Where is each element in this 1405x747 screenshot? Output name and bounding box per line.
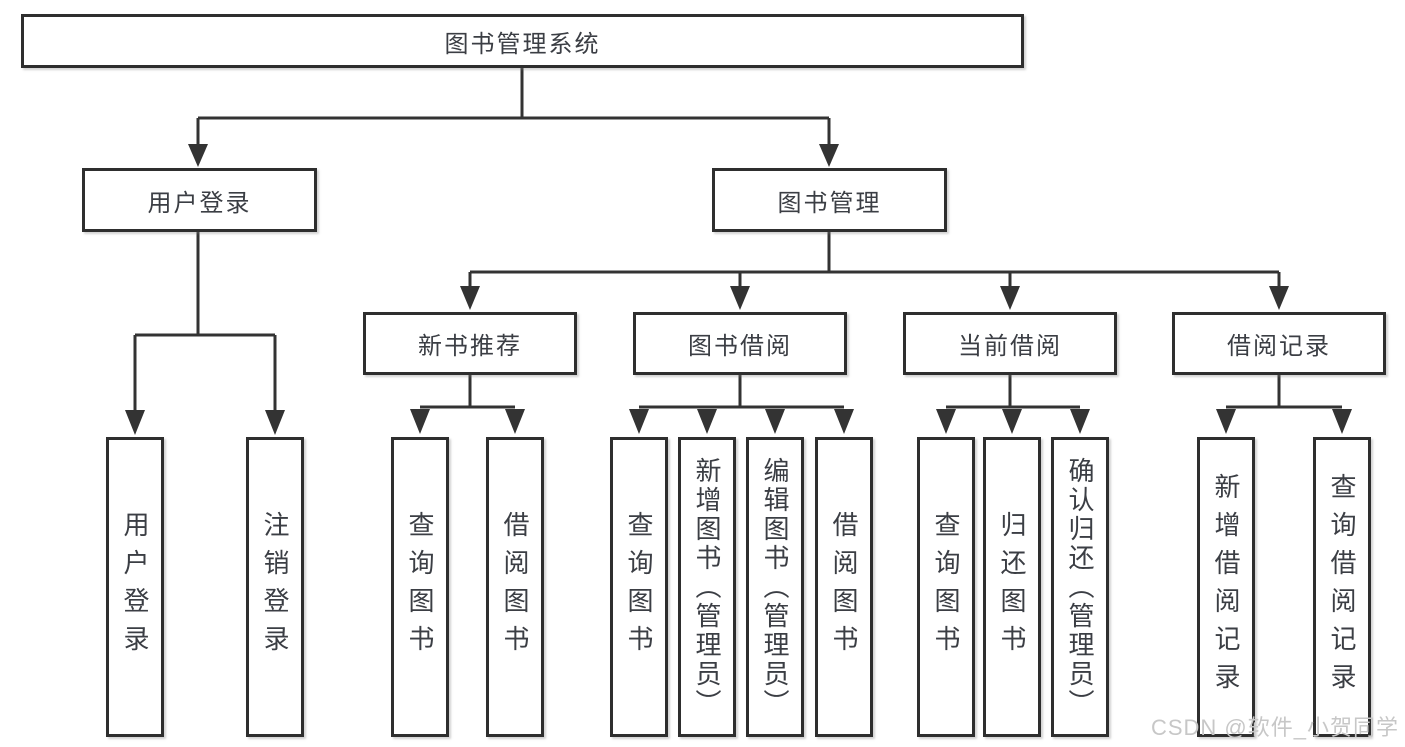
- leaf-add-borrow-record-label: 新增借阅记录: [1211, 473, 1241, 701]
- arrowhead: [1216, 409, 1236, 434]
- node-book-management: 图书管理: [712, 168, 947, 232]
- node-new-book-recommend: 新书推荐: [363, 312, 577, 375]
- arrowhead: [697, 409, 717, 434]
- leaf-query-borrow-record: 查询借阅记录: [1313, 437, 1371, 737]
- arrowhead: [460, 286, 480, 310]
- node-book-management-label: 图书管理: [777, 189, 882, 217]
- leaf-add-book-admin: 新增图书（管理员）: [678, 437, 736, 737]
- arrowhead: [1332, 409, 1352, 434]
- arrowhead: [1000, 286, 1020, 310]
- leaf-user-login: 用户登录: [106, 437, 164, 737]
- leaf-query-books-borrowing-label: 查询图书: [624, 511, 654, 663]
- node-borrowing-records-label: 借阅记录: [1227, 333, 1331, 360]
- arrowhead: [265, 410, 285, 435]
- branch-user-login: [133, 232, 277, 410]
- branch-root: [196, 68, 831, 144]
- leaf-return-book: 归还图书: [983, 437, 1041, 737]
- csdn-watermark: CSDN @软件_小贺同学: [1150, 715, 1399, 740]
- node-user-login-label: 用户登录: [147, 189, 252, 217]
- arrowhead: [819, 144, 839, 167]
- leaf-query-books-recommend-label: 查询图书: [405, 511, 435, 663]
- leaf-confirm-return-admin-label: 确认归还（管理员）: [1065, 456, 1095, 718]
- arrowhead: [410, 409, 430, 434]
- branch-current-borrowing: [946, 374, 1080, 409]
- branch-borrowing-records: [1226, 374, 1342, 409]
- node-root-label: 图书管理系统: [444, 30, 601, 58]
- leaf-add-borrow-record: 新增借阅记录: [1197, 437, 1255, 737]
- leaf-borrow-books-recommend-label: 借阅图书: [500, 511, 530, 663]
- arrowhead: [1002, 409, 1022, 434]
- node-new-book-recommend-label: 新书推荐: [418, 333, 522, 360]
- arrowhead: [1269, 286, 1289, 310]
- node-borrowing-records: 借阅记录: [1172, 312, 1386, 375]
- branch-new-book-recommend: [420, 374, 515, 409]
- leaf-logout: 注销登录: [246, 437, 304, 737]
- arrowhead: [834, 409, 854, 434]
- node-user-login: 用户登录: [82, 168, 317, 232]
- leaf-query-books-current-label: 查询图书: [931, 511, 961, 663]
- leaf-borrow-books-recommend: 借阅图书: [486, 437, 544, 737]
- arrowhead: [936, 409, 956, 434]
- leaf-user-login-label: 用户登录: [120, 511, 150, 663]
- leaf-query-books-current: 查询图书: [917, 437, 975, 737]
- leaf-logout-label: 注销登录: [260, 511, 290, 663]
- arrowhead: [765, 409, 785, 434]
- leaf-borrow-books-borrowing-label: 借阅图书: [829, 511, 859, 663]
- arrowhead: [125, 410, 145, 435]
- leaf-confirm-return-admin: 确认归还（管理员）: [1051, 437, 1109, 737]
- leaf-query-books-recommend: 查询图书: [391, 437, 449, 737]
- node-book-borrowing: 图书借阅: [633, 312, 847, 375]
- branch-book-borrowing: [639, 374, 844, 409]
- arrowhead: [629, 409, 649, 434]
- arrowhead: [1070, 409, 1090, 434]
- leaf-return-book-label: 归还图书: [997, 511, 1027, 663]
- leaf-edit-book-admin-label: 编辑图书（管理员）: [760, 456, 790, 718]
- node-root-system: 图书管理系统: [21, 14, 1024, 68]
- leaf-add-book-admin-label: 新增图书（管理员）: [692, 456, 722, 718]
- leaf-edit-book-admin: 编辑图书（管理员）: [746, 437, 804, 737]
- node-current-borrowing-label: 当前借阅: [958, 333, 1062, 360]
- leaf-query-borrow-record-label: 查询借阅记录: [1327, 473, 1357, 701]
- arrowhead: [188, 144, 208, 167]
- node-book-borrowing-label: 图书借阅: [688, 333, 792, 360]
- branch-book-management: [468, 232, 1281, 286]
- node-current-borrowing: 当前借阅: [903, 312, 1117, 375]
- arrowhead: [730, 286, 750, 310]
- leaf-borrow-books-borrowing: 借阅图书: [815, 437, 873, 737]
- leaf-query-books-borrowing: 查询图书: [610, 437, 668, 737]
- arrowhead: [505, 409, 525, 434]
